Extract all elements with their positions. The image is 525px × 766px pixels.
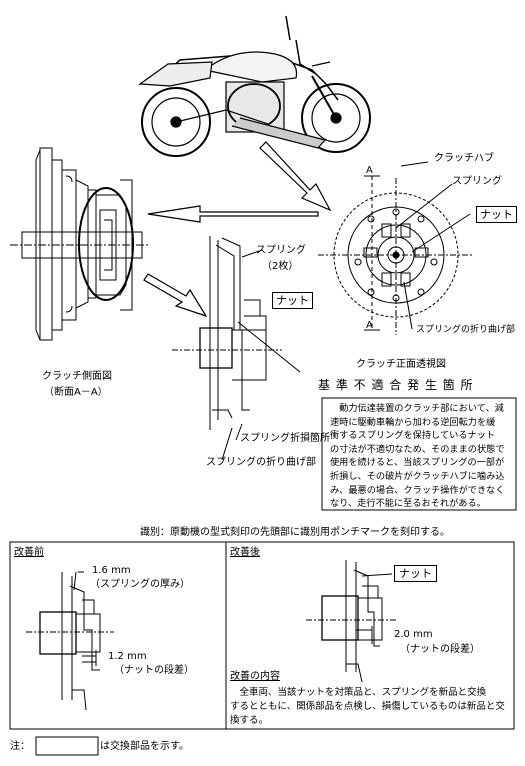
footnote-text: は交換部品を示す。	[100, 741, 189, 752]
before-dim-step: 1.2 mm	[108, 651, 147, 662]
clutch-side-view	[10, 147, 150, 341]
side-view-highlight	[78, 187, 134, 301]
label-spring: スプリング	[452, 176, 502, 187]
flow-arrows	[143, 141, 332, 318]
improvement-frame	[9, 541, 515, 730]
defect-text-line: なり、走行不能に至るおそれがある。	[330, 498, 486, 510]
section-mark-a-bottom: A	[366, 320, 373, 331]
after-dim-step: 2.0 mm	[394, 629, 433, 640]
after-content-text: 全車両、当該ナットを対策品と、スプリングを新品と交換 するとともに、関係部品を点…	[230, 686, 505, 728]
after-content-heading: 改善の内容	[230, 671, 280, 682]
defect-text-line: 使用を続けると、当該スプリングの一部が	[330, 457, 505, 469]
label-spring-broken: スプリング折損箇所	[240, 433, 330, 444]
defect-text-line: み、最悪の場合、クラッチ操作ができなく	[330, 484, 505, 496]
label-spring-count-sub: （2枚）	[262, 261, 299, 272]
footnote-prefix: 注：	[10, 741, 30, 752]
after-dim-step-label: （ナットの段差）	[400, 644, 480, 655]
before-drawing	[26, 571, 114, 711]
defect-text-line: 動力伝達装置のクラッチ部において、減	[330, 403, 504, 414]
label-spring-fold-front: スプリングの折り曲げ部	[416, 325, 516, 335]
label-spring-count: スプリング	[256, 245, 306, 256]
clutch-front-view	[318, 161, 474, 335]
nut-detail-view	[172, 236, 301, 461]
defect-description-box	[321, 397, 517, 511]
before-heading: 改善前	[14, 547, 44, 558]
caption-side-view-sub: （断面A－A）	[44, 387, 108, 398]
label-spring-fold-side: スプリングの折り曲げ部	[206, 457, 316, 468]
motorcycle-illustration	[138, 15, 371, 157]
defect-text: 動力伝達装置のクラッチ部において、減 速時に駆動車輪から加わる逆回転力を緩 衝す…	[330, 402, 505, 511]
defect-text-line: 衝するスプリングを保持しているナット	[330, 430, 496, 442]
defect-text-line: 折損し、その破片がクラッチハブに噛み込	[330, 470, 505, 482]
defect-text-line: 速時に駆動車輪から加わる逆回転力を緩	[330, 416, 496, 428]
before-dim-step-label: （ナットの段差）	[114, 665, 194, 676]
replacement-part-swatch	[35, 736, 99, 756]
caption-front-view: クラッチ正面透視図	[356, 359, 446, 370]
after-drawing	[306, 560, 396, 683]
defect-text-line: の寸法が不適切なため、そのままの状態で	[330, 443, 505, 455]
content-text-line: 全車両、当該ナットを対策品と、スプリングを新品と交換	[230, 687, 487, 698]
identification-note: 識別：原動機の型式刻印の先頭部に識別用ポンチマークを刻印する。	[140, 527, 450, 538]
label-nut-front: ナット	[476, 206, 517, 223]
caption-side-view: クラッチ側面図	[42, 371, 112, 382]
before-dim-thickness-label: （スプリングの厚み）	[90, 579, 190, 590]
after-nut-label: ナット	[394, 565, 437, 582]
before-dim-thickness: 1.6 mm	[92, 565, 131, 576]
label-nut-center: ナット	[272, 292, 313, 309]
after-heading: 改善後	[230, 547, 260, 558]
content-text-line: するとともに、関係部品を点検し、損傷しているものは新品と交	[230, 701, 505, 712]
content-text-line: 換する。	[230, 715, 269, 726]
section-mark-a-top: A	[366, 165, 373, 176]
defect-title: 基 準 不 適 合 発 生 箇 所	[318, 378, 474, 392]
label-clutch-hub: クラッチハブ	[434, 153, 494, 164]
